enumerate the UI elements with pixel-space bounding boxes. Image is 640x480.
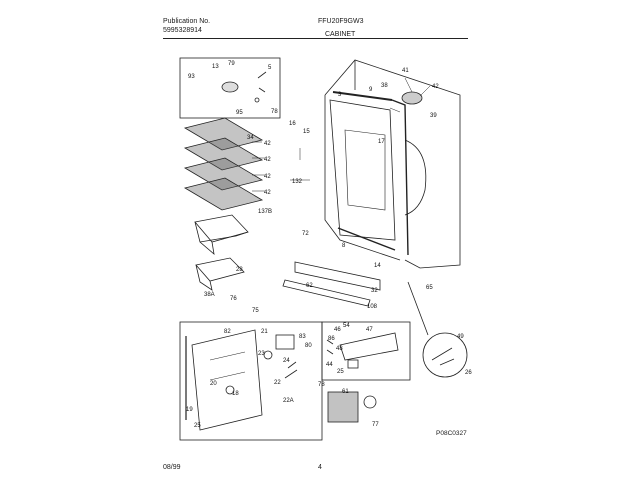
inset-small-parts (179, 57, 281, 119)
model-number: FFU20F9GW3 (318, 18, 364, 25)
callout-95: 95 (236, 110, 243, 116)
callout-9: 9 (369, 87, 373, 93)
callout-13: 13 (212, 64, 219, 70)
publication-number: 5995328914 (163, 27, 202, 34)
callout-26: 26 (465, 370, 472, 376)
callout-132: 132 (292, 179, 303, 185)
callout-49: 49 (457, 334, 464, 340)
callout-108: 108 (367, 304, 378, 310)
footer-date: 08/99 (163, 464, 181, 471)
thermostat-box (321, 321, 411, 381)
callout-48: 48 (336, 346, 343, 352)
callout-75: 75 (252, 308, 259, 314)
callout-28: 28 (236, 267, 243, 273)
callout-25b: 25 (337, 369, 344, 375)
callout-65: 65 (426, 285, 433, 291)
callout-8: 8 (342, 243, 346, 249)
callout-38: 38 (381, 83, 388, 89)
callout-24: 24 (283, 358, 290, 364)
publication-label: Publication No. (163, 18, 211, 25)
leader-lines (252, 77, 431, 192)
callout-72: 72 (302, 231, 309, 237)
callout-23: 23 (258, 351, 265, 357)
detail-circle (407, 281, 468, 378)
callout-137b: 137B (258, 209, 272, 215)
callout-42e: 42 (264, 190, 271, 196)
callout-78: 78 (271, 109, 278, 115)
callout-46: 46 (334, 327, 341, 333)
callout-22a: 22A (283, 398, 294, 404)
callout-19: 19 (186, 407, 193, 413)
callout-62: 62 (306, 283, 313, 289)
cabinet-body (324, 59, 461, 269)
callout-5: 5 (268, 65, 272, 71)
callout-42a: 42 (432, 84, 439, 90)
callout-77: 77 (372, 422, 379, 428)
door-basket (194, 214, 249, 291)
callout-44: 44 (326, 362, 333, 368)
wire-shelves (183, 117, 264, 211)
callout-42c: 42 (264, 157, 271, 163)
diagram-code: P08C0327 (436, 430, 467, 437)
callout-21: 21 (261, 329, 268, 335)
callout-76: 76 (230, 296, 237, 302)
callout-47: 47 (366, 327, 373, 333)
callout-79: 79 (228, 61, 235, 67)
callout-86: 86 (328, 336, 335, 342)
callout-25: 25 (194, 423, 201, 429)
callout-16: 16 (289, 121, 296, 127)
callout-32: 32 (371, 288, 378, 294)
callout-39: 39 (430, 113, 437, 119)
callout-18: 18 (232, 391, 239, 397)
callout-22: 22 (274, 380, 281, 386)
callout-20: 20 (210, 381, 217, 387)
callout-3: 3 (338, 92, 342, 98)
callout-42d: 42 (264, 174, 271, 180)
callout-83: 83 (299, 334, 306, 340)
header-rule (163, 38, 468, 39)
section-title: CABINET (325, 31, 356, 38)
callout-78b: 78 (318, 382, 325, 388)
callout-54: 54 (343, 323, 350, 329)
control-panel-box (179, 321, 323, 441)
callout-80: 80 (305, 343, 312, 349)
condenser-fan (327, 391, 377, 423)
callout-17: 17 (378, 139, 385, 145)
callout-38a: 38A (204, 292, 215, 298)
callout-42b: 42 (264, 141, 271, 147)
callout-93: 93 (188, 74, 195, 80)
callout-82: 82 (224, 329, 231, 335)
bottom-trim (282, 261, 381, 307)
callout-labels: 13 79 5 93 78 95 41 38 42 39 3 9 16 15 1… (186, 61, 472, 429)
callout-34: 34 (247, 135, 254, 141)
callout-14: 14 (374, 263, 381, 269)
callout-61: 61 (342, 389, 349, 395)
callout-15: 15 (303, 129, 310, 135)
page-number: 4 (318, 464, 322, 471)
callout-41: 41 (402, 68, 409, 74)
